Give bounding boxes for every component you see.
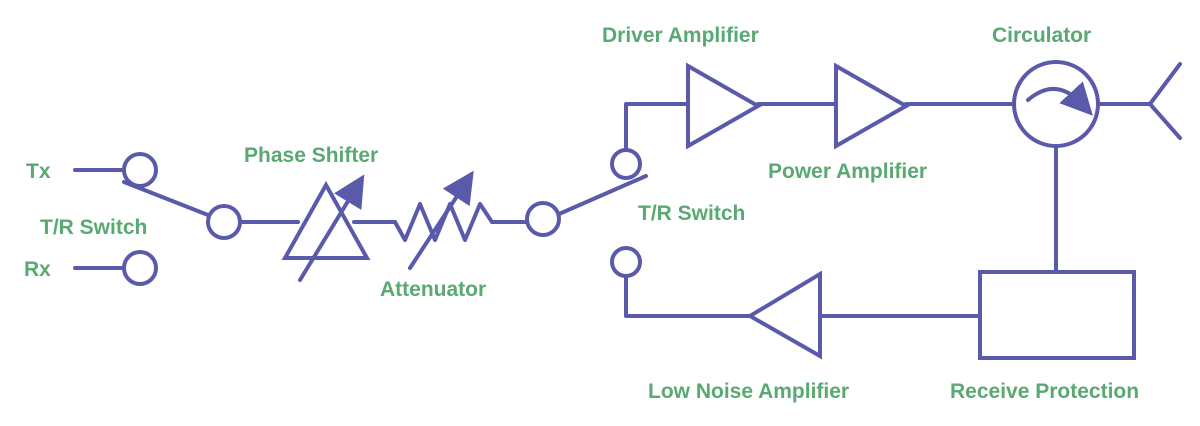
right-switch-common: [525, 201, 561, 237]
phase-shifter-adjust-arrow: [298, 174, 365, 282]
driver-amplifier-triangle: [686, 62, 763, 150]
rx-label: Rx: [24, 258, 51, 281]
attenuator-adjust-arrow: [408, 170, 474, 270]
circulator-rotation-arrow: [1026, 81, 1093, 116]
right-switch-blade: [557, 174, 648, 216]
left-switch-blade: [122, 180, 210, 217]
phase-shifter-label: Phase Shifter: [244, 144, 378, 167]
tx-terminal: [122, 152, 158, 188]
receive-protection-label: Receive Protection: [950, 380, 1139, 403]
rx-terminal: [122, 250, 158, 286]
driver-amplifier-label: Driver Amplifier: [602, 24, 759, 47]
attenuator-zigzag: [393, 202, 494, 242]
tx-label: Tx: [26, 160, 51, 183]
low-noise-amplifier-triangle: [746, 270, 822, 360]
phase-shifter-triangle: [281, 180, 371, 260]
right-switch-tx-contact: [610, 148, 642, 180]
low-noise-amplifier-label: Low Noise Amplifier: [648, 380, 849, 403]
circulator: [1012, 60, 1100, 148]
antenna-icon: [1148, 62, 1182, 140]
tr-switch-left-label: T/R Switch: [40, 216, 147, 239]
wire-lna-to-switch: [624, 274, 752, 318]
tr-switch-right-label: T/R Switch: [638, 202, 745, 225]
circulator-label: Circulator: [992, 24, 1091, 47]
power-amplifier-label: Power Amplifier: [768, 160, 927, 183]
receive-protection-box: [978, 270, 1136, 360]
left-switch-common: [206, 204, 242, 240]
attenuator-label: Attenuator: [380, 278, 486, 301]
wire-switch-to-driver: [624, 102, 690, 152]
power-amplifier-triangle: [834, 62, 911, 150]
right-switch-rx-contact: [610, 246, 642, 278]
